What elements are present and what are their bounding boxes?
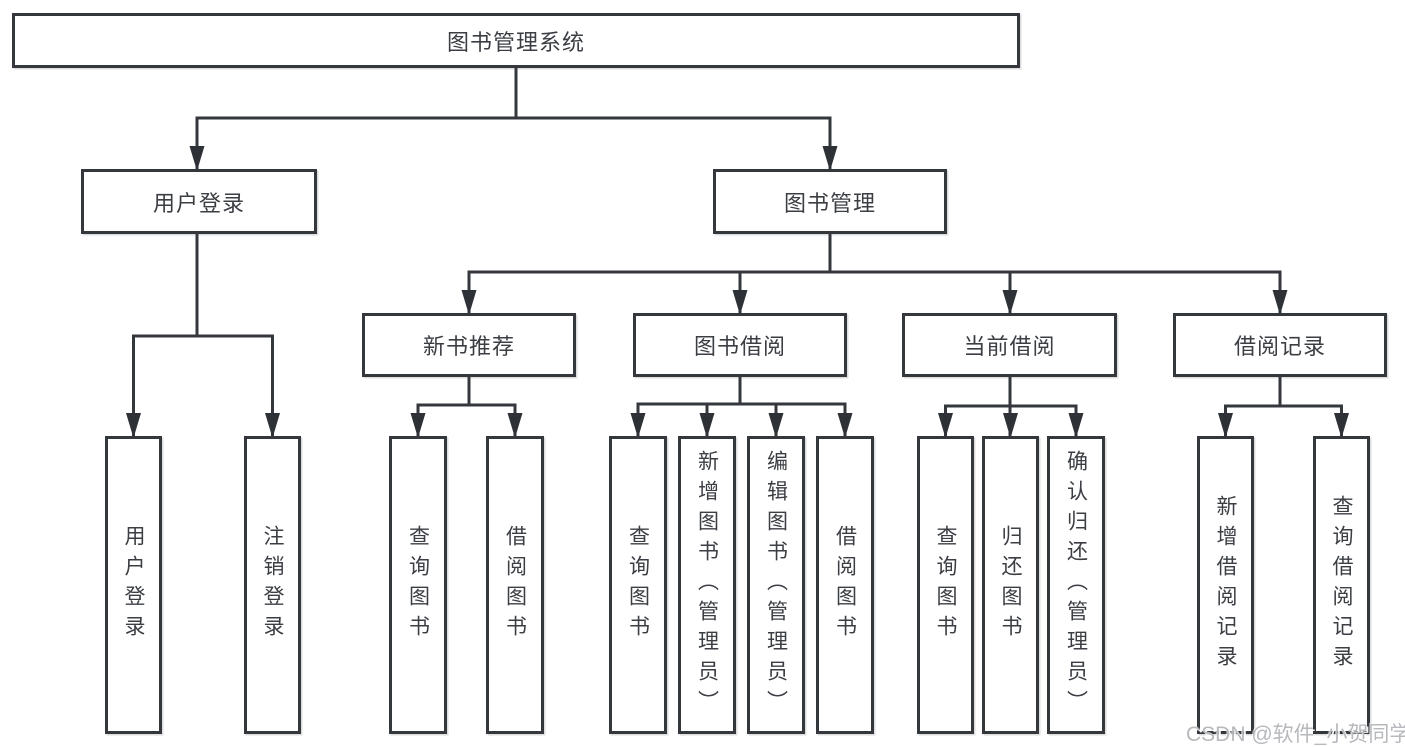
leaf-add-books-admin: 新增图书（管理员） <box>678 436 736 734</box>
leaf-borrow-books-2: 借阅图书 <box>816 436 874 734</box>
leaf-add-borrow-record: 新增借阅记录 <box>1197 436 1254 734</box>
leaf-add-borrow-record-label: 新增借阅记录 <box>1214 495 1237 675</box>
node-user-login-branch: 用户登录 <box>81 169 317 234</box>
arrowhead <box>410 413 426 438</box>
arrowhead <box>630 413 646 438</box>
arrowhead <box>1218 413 1233 438</box>
connector-root-bar <box>195 116 832 170</box>
connector-book-bar <box>467 270 1282 313</box>
connector-user-bar <box>132 334 274 436</box>
leaf-return-books-label: 归还图书 <box>999 525 1022 645</box>
leaf-edit-books-admin-label: 编辑图书（管理员） <box>764 450 788 720</box>
arrowhead <box>768 413 784 438</box>
leaf-user-login-label: 用户登录 <box>122 525 145 645</box>
arrowhead <box>699 413 715 438</box>
arrowhead <box>1068 413 1084 438</box>
node-book-management-branch-label: 图书管理 <box>783 190 876 216</box>
arrowhead <box>126 413 141 438</box>
node-book-management-branch: 图书管理 <box>713 169 947 234</box>
arrowhead <box>822 146 838 171</box>
arrowhead <box>265 413 280 438</box>
node-root-label: 图书管理系统 <box>446 29 585 55</box>
node-new-book-recommend-label: 新书推荐 <box>422 334 515 359</box>
node-book-borrow: 图书借阅 <box>633 313 847 377</box>
leaf-query-books-3: 查询图书 <box>917 436 974 734</box>
leaf-user-login: 用户登录 <box>105 436 162 734</box>
leaf-logout: 注销登录 <box>244 436 301 734</box>
arrowhead <box>1334 413 1349 438</box>
leaf-edit-books-admin: 编辑图书（管理员） <box>747 436 805 734</box>
arrowhead <box>461 290 477 315</box>
arrowhead <box>1272 290 1288 315</box>
connector-group2-bar <box>636 402 847 436</box>
arrowhead <box>1003 413 1018 438</box>
leaf-borrow-books-2-label: 借阅图书 <box>833 525 857 645</box>
arrowhead <box>837 413 853 438</box>
watermark: CSDN @软件_小贺同学 <box>1186 723 1405 746</box>
arrowhead <box>189 146 205 171</box>
connector-group4-bar <box>1224 404 1343 436</box>
leaf-query-books-2-label: 查询图书 <box>626 525 650 645</box>
node-borrow-records: 借阅记录 <box>1173 313 1387 377</box>
node-borrow-records-label: 借阅记录 <box>1233 334 1326 359</box>
arrowhead <box>1002 290 1018 315</box>
node-root: 图书管理系统 <box>12 13 1020 68</box>
node-book-borrow-label: 图书借阅 <box>693 334 786 359</box>
arrowhead <box>507 413 523 438</box>
leaf-query-books-3-label: 查询图书 <box>934 525 957 645</box>
node-user-login-branch-label: 用户登录 <box>152 190 245 216</box>
leaf-confirm-return-admin-label: 确认归还（管理员） <box>1064 450 1088 720</box>
node-current-borrow: 当前借阅 <box>902 313 1117 377</box>
node-new-book-recommend: 新书推荐 <box>362 313 576 377</box>
node-current-borrow-label: 当前借阅 <box>963 334 1056 359</box>
arrowhead <box>938 413 953 438</box>
leaf-query-books-2: 查询图书 <box>609 436 667 734</box>
leaf-return-books: 归还图书 <box>982 436 1039 734</box>
leaf-query-books-1-label: 查询图书 <box>406 525 430 645</box>
leaf-confirm-return-admin: 确认归还（管理员） <box>1047 436 1105 734</box>
connector-group1-bar <box>416 403 517 436</box>
leaf-query-borrow-record-label: 查询借阅记录 <box>1330 495 1353 675</box>
leaf-borrow-books-1-label: 借阅图书 <box>503 525 527 645</box>
leaf-add-books-admin-label: 新增图书（管理员） <box>695 450 719 720</box>
arrowhead <box>732 290 748 315</box>
leaf-borrow-books-1: 借阅图书 <box>486 436 544 734</box>
leaf-query-borrow-record: 查询借阅记录 <box>1313 436 1370 734</box>
leaf-query-books-1: 查询图书 <box>389 436 447 734</box>
leaf-logout-label: 注销登录 <box>261 525 284 645</box>
